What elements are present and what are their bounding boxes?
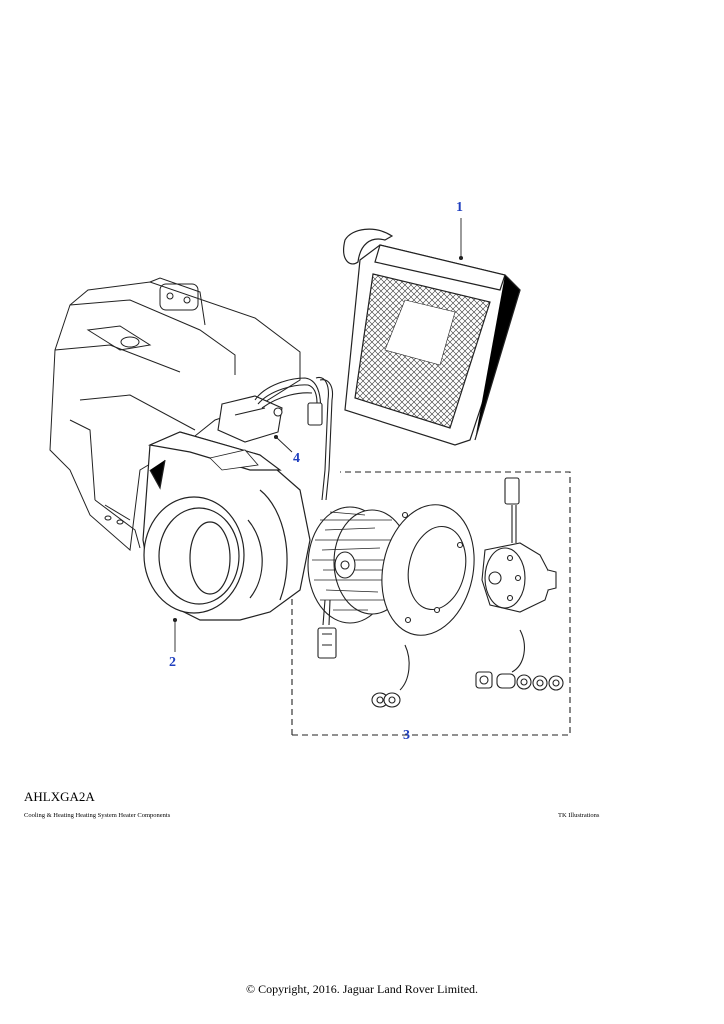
callout-1: 1 [456,200,463,215]
copyright-notice: © Copyright, 2016. Jaguar Land Rover Lim… [245,982,479,996]
callout-3: 3 [403,728,410,743]
resistor-harness [217,376,334,501]
leader-lines [172,218,464,652]
blower-casing [142,431,311,621]
diagram-caption: Cooling & Heating Heating System Heater … [24,812,171,819]
heater-core [343,228,521,446]
illustration-reference-code: AHLXGA2A [24,789,95,804]
nuts-washers [371,629,564,708]
mounting-plate [381,504,475,636]
callout-2: 2 [169,655,176,670]
heater-housing [49,277,301,551]
callout-4: 4 [293,451,300,466]
illustrator-credit: TK Illustrations [558,812,600,819]
blower-motor-group [291,471,571,736]
blower-motor [481,477,557,613]
fan-connector [317,599,337,659]
